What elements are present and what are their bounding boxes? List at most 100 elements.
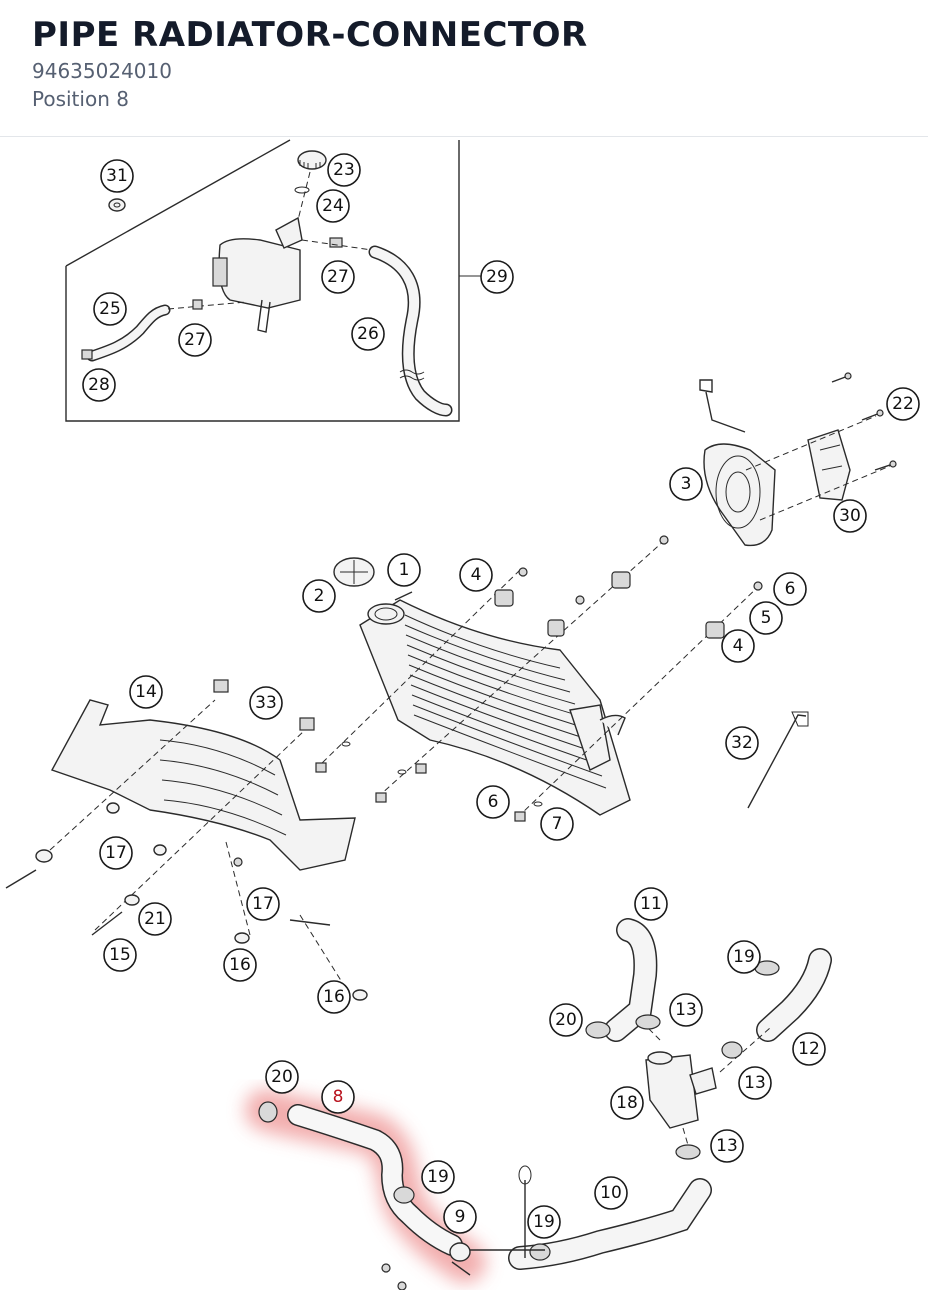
callout-label: 28 bbox=[88, 375, 110, 395]
callout-label: 23 bbox=[333, 160, 355, 180]
callout-label: 8 bbox=[333, 1087, 344, 1107]
hose-10[interactable] bbox=[455, 1165, 712, 1270]
callout-label: 24 bbox=[322, 196, 344, 216]
callout-27[interactable]: 27 bbox=[178, 323, 212, 357]
callout-4[interactable]: 4 bbox=[721, 629, 755, 663]
callout-1[interactable]: 1 bbox=[387, 553, 421, 587]
callout-label: 19 bbox=[533, 1212, 555, 1232]
callout-19[interactable]: 19 bbox=[527, 1205, 561, 1239]
callout-label: 25 bbox=[99, 299, 121, 319]
callout-24[interactable]: 24 bbox=[316, 189, 350, 223]
callout-16[interactable]: 16 bbox=[223, 948, 257, 982]
callout-22[interactable]: 22 bbox=[886, 387, 920, 421]
radiator bbox=[359, 591, 631, 816]
callout-10[interactable]: 10 bbox=[594, 1176, 628, 1210]
callout-32[interactable]: 32 bbox=[725, 726, 759, 760]
callout-4[interactable]: 4 bbox=[459, 558, 493, 592]
pipe-radiator-connector-8[interactable] bbox=[258, 1101, 471, 1290]
callout-label: 1 bbox=[399, 560, 410, 580]
callout-28[interactable]: 28 bbox=[82, 368, 116, 402]
callout-18[interactable]: 18 bbox=[610, 1086, 644, 1120]
callout-25[interactable]: 25 bbox=[93, 292, 127, 326]
callout-label: 27 bbox=[327, 267, 349, 287]
callout-17[interactable]: 17 bbox=[99, 836, 133, 870]
callout-5[interactable]: 5 bbox=[749, 601, 783, 635]
callout-20[interactable]: 20 bbox=[549, 1003, 583, 1037]
callout-label: 4 bbox=[471, 565, 482, 585]
callout-label: 10 bbox=[600, 1183, 622, 1203]
callout-8[interactable]: 8 bbox=[321, 1080, 355, 1114]
callout-13[interactable]: 13 bbox=[669, 993, 703, 1027]
callout-label: 20 bbox=[555, 1010, 577, 1030]
callout-label: 11 bbox=[640, 894, 662, 914]
cable-tie-32[interactable] bbox=[747, 714, 807, 809]
callout-12[interactable]: 12 bbox=[792, 1032, 826, 1066]
callout-19[interactable]: 19 bbox=[421, 1160, 455, 1194]
callout-label: 9 bbox=[455, 1207, 466, 1227]
position-label: Position 8 bbox=[32, 87, 129, 111]
callout-7[interactable]: 7 bbox=[540, 807, 574, 841]
callout-6[interactable]: 6 bbox=[476, 785, 510, 819]
callout-3[interactable]: 3 bbox=[669, 467, 703, 501]
callout-6[interactable]: 6 bbox=[773, 572, 807, 606]
callout-label: 4 bbox=[733, 636, 744, 656]
callout-label: 16 bbox=[229, 955, 251, 975]
callout-23[interactable]: 23 bbox=[327, 153, 361, 187]
callout-11[interactable]: 11 bbox=[634, 887, 668, 921]
page-title: PIPE RADIATOR-CONNECTOR bbox=[32, 15, 588, 55]
callout-label: 30 bbox=[839, 506, 861, 526]
callout-label: 7 bbox=[552, 814, 563, 834]
callout-label: 26 bbox=[357, 324, 379, 344]
callout-label: 20 bbox=[271, 1067, 293, 1087]
callout-14[interactable]: 14 bbox=[129, 675, 163, 709]
callout-label: 3 bbox=[681, 474, 692, 494]
radiator-shroud bbox=[5, 679, 368, 1001]
callout-2[interactable]: 2 bbox=[302, 579, 336, 613]
fan-assembly bbox=[699, 372, 897, 547]
callout-label: 5 bbox=[761, 608, 772, 628]
callout-label: 13 bbox=[744, 1073, 766, 1093]
callout-20[interactable]: 20 bbox=[265, 1060, 299, 1094]
callout-16[interactable]: 16 bbox=[317, 980, 351, 1014]
mounting-hardware bbox=[315, 535, 763, 822]
callout-label: 22 bbox=[892, 394, 914, 414]
callout-label: 32 bbox=[731, 733, 753, 753]
callout-26[interactable]: 26 bbox=[351, 317, 385, 351]
callout-label: 17 bbox=[105, 843, 127, 863]
callout-label: 19 bbox=[733, 947, 755, 967]
callout-label: 15 bbox=[109, 945, 131, 965]
callout-9[interactable]: 9 bbox=[443, 1200, 477, 1234]
washer-31[interactable] bbox=[108, 198, 126, 212]
callout-17[interactable]: 17 bbox=[246, 887, 280, 921]
callout-label: 6 bbox=[488, 792, 499, 812]
callout-30[interactable]: 30 bbox=[833, 499, 867, 533]
callout-label: 13 bbox=[675, 1000, 697, 1020]
expansion-tank-inset bbox=[65, 139, 482, 422]
callout-21[interactable]: 21 bbox=[138, 902, 172, 936]
callout-label: 16 bbox=[323, 987, 345, 1007]
callout-15[interactable]: 15 bbox=[103, 938, 137, 972]
callout-13[interactable]: 13 bbox=[710, 1129, 744, 1163]
callout-29[interactable]: 29 bbox=[480, 260, 514, 294]
callout-label: 29 bbox=[486, 267, 508, 287]
callout-label: 31 bbox=[106, 166, 128, 186]
callout-13[interactable]: 13 bbox=[738, 1066, 772, 1100]
callout-label: 33 bbox=[255, 693, 277, 713]
callout-label: 13 bbox=[716, 1136, 738, 1156]
callout-19[interactable]: 19 bbox=[727, 940, 761, 974]
callout-33[interactable]: 33 bbox=[249, 686, 283, 720]
callout-label: 6 bbox=[785, 579, 796, 599]
callout-label: 14 bbox=[135, 682, 157, 702]
part-number: 94635024010 bbox=[32, 59, 172, 83]
callout-27[interactable]: 27 bbox=[321, 260, 355, 294]
callout-label: 18 bbox=[616, 1093, 638, 1113]
callout-label: 12 bbox=[798, 1039, 820, 1059]
callout-label: 17 bbox=[252, 894, 274, 914]
callout-label: 21 bbox=[144, 909, 166, 929]
callout-label: 19 bbox=[427, 1167, 449, 1187]
exploded-parts-diagram: 3123242729252726282233012465414333267172… bbox=[5, 139, 920, 1290]
page-header: PIPE RADIATOR-CONNECTOR 94635024010 Posi… bbox=[0, 0, 928, 137]
callout-31[interactable]: 31 bbox=[100, 159, 134, 193]
callout-label: 27 bbox=[184, 330, 206, 350]
